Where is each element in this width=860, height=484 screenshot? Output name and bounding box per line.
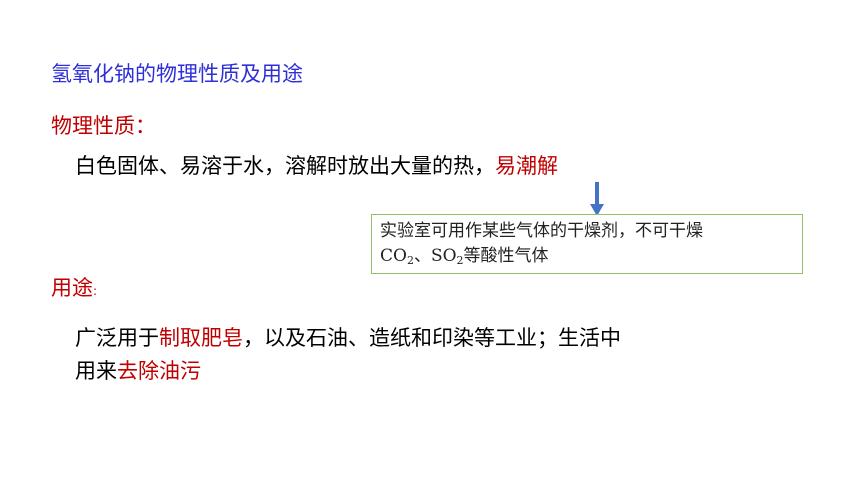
properties-text-plain: 白色固体、易溶于水，溶解时放出大量的热， <box>75 154 495 178</box>
note-line-1: 实验室可用作某些气体的干燥剂，不可干燥 <box>380 221 703 241</box>
uses-line-1-a: 广泛用于 <box>75 326 159 350</box>
note-co: CO <box>380 246 407 266</box>
uses-heading: 用途: <box>51 272 97 302</box>
soap-highlight: 制取肥皂 <box>159 326 243 350</box>
degrease-highlight: 去除油污 <box>117 359 201 383</box>
note-so-subscript: 2 <box>456 254 464 267</box>
note-so: SO <box>430 246 457 266</box>
uses-line-1: 广泛用于制取肥皂，以及石油、造纸和印染等工业；生活中 <box>75 322 621 352</box>
uses-line-2-a: 用来 <box>75 359 117 383</box>
uses-line-2: 用来去除油污 <box>75 355 201 385</box>
properties-heading: 物理性质： <box>51 114 156 138</box>
note-co-subscript: 2 <box>406 254 414 267</box>
note-tail: 等酸性气体 <box>463 246 549 266</box>
properties-text: 白色固体、易溶于水，溶解时放出大量的热，易潮解 <box>75 150 558 180</box>
note-separator: 、 <box>413 246 431 266</box>
uses-heading-label: 用途 <box>51 276 93 300</box>
note-line-2: CO2、SO2等酸性气体 <box>380 244 794 273</box>
note-box: 实验室可用作某些气体的干燥剂，不可干燥 CO2、SO2等酸性气体 <box>371 214 803 274</box>
deliquescence-highlight: 易潮解 <box>495 154 558 178</box>
uses-line-1-c: ，以及石油、造纸和印染等工业；生活中 <box>243 326 621 350</box>
uses-heading-colon: : <box>93 284 98 298</box>
down-arrow-icon <box>590 182 604 216</box>
page-title: 氢氧化钠的物理性质及用途 <box>51 62 303 86</box>
